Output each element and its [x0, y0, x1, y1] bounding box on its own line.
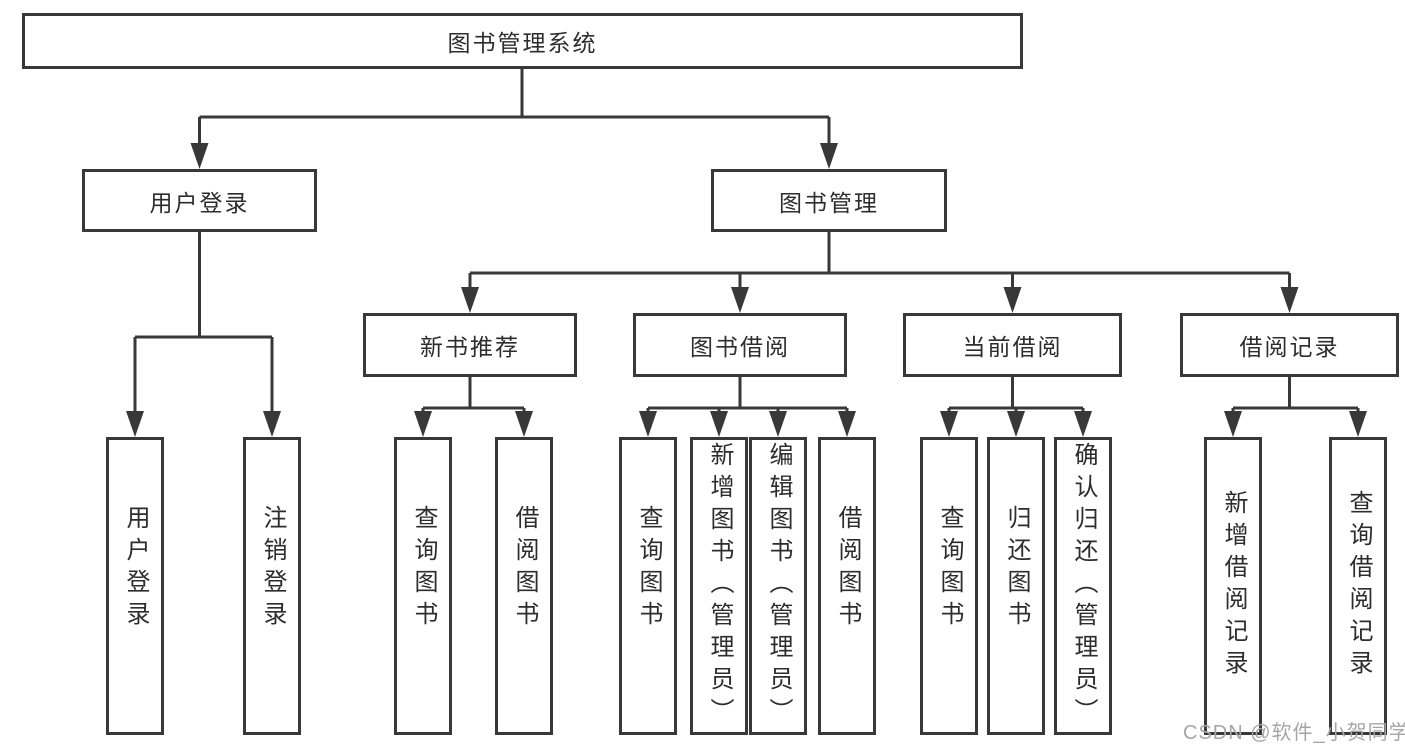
node-current-borrowing: 当前借阅 [903, 313, 1122, 377]
leaf-add-borrow-record: 新增借阅记录 [1204, 437, 1262, 735]
leaf-query-books-current-label: 查询图书 [936, 505, 963, 633]
leaf-borrow-books-recommend: 借阅图书 [495, 437, 553, 735]
leaf-query-books-borrowing-label: 查询图书 [635, 505, 662, 633]
leaf-edit-book-admin: 编辑图书（管理员） [749, 437, 807, 735]
node-book-borrowing: 图书借阅 [633, 313, 847, 377]
leaf-confirm-return-admin: 确认归还（管理员） [1054, 437, 1112, 735]
node-new-book-recommend-label: 新书推荐 [420, 334, 520, 360]
node-borrowing-records-label: 借阅记录 [1239, 334, 1340, 360]
leaf-borrow-books-recommend-label: 借阅图书 [511, 505, 538, 633]
leaf-add-book-admin: 新增图书（管理员） [690, 437, 748, 735]
leaf-user-login: 用户登录 [106, 437, 164, 735]
leaf-edit-book-admin-label: 编辑图书（管理员） [765, 442, 792, 730]
leaf-query-books-current: 查询图书 [920, 437, 978, 735]
node-book-management: 图书管理 [711, 169, 947, 232]
node-borrowing-records: 借阅记录 [1180, 313, 1399, 377]
leaf-logout-label: 注销登录 [259, 505, 286, 633]
leaf-query-borrow-record-label: 查询借阅记录 [1345, 490, 1372, 682]
csdn-watermark: CSDN @软件_小贺同学 [1183, 722, 1405, 744]
leaf-add-borrow-record-label: 新增借阅记录 [1220, 490, 1247, 682]
leaf-return-books: 归还图书 [987, 437, 1045, 735]
node-user-login: 用户登录 [82, 169, 317, 232]
leaf-query-books-recommend-label: 查询图书 [410, 505, 437, 633]
leaf-query-borrow-record: 查询借阅记录 [1329, 437, 1387, 735]
node-new-book-recommend: 新书推荐 [363, 313, 577, 377]
node-root: 图书管理系统 [22, 13, 1023, 69]
leaf-user-login-label: 用户登录 [122, 505, 149, 633]
node-book-borrowing-label: 图书借阅 [690, 334, 790, 360]
node-user-login-label: 用户登录 [149, 189, 250, 216]
leaf-query-books-recommend: 查询图书 [394, 437, 452, 735]
node-book-management-label: 图书管理 [779, 189, 879, 216]
leaf-add-book-admin-label: 新增图书（管理员） [706, 442, 733, 730]
leaf-query-books-borrowing: 查询图书 [619, 437, 677, 735]
leaf-borrow-books-borrowing: 借阅图书 [818, 437, 876, 735]
leaf-confirm-return-admin-label: 确认归还（管理员） [1070, 442, 1097, 730]
leaf-logout: 注销登录 [243, 437, 301, 735]
leaf-borrow-books-borrowing-label: 借阅图书 [834, 505, 861, 633]
node-root-label: 图书管理系统 [447, 30, 598, 56]
arrowheads [126, 143, 1367, 437]
leaf-return-books-label: 归还图书 [1003, 505, 1030, 633]
node-current-borrowing-label: 当前借阅 [962, 334, 1063, 360]
